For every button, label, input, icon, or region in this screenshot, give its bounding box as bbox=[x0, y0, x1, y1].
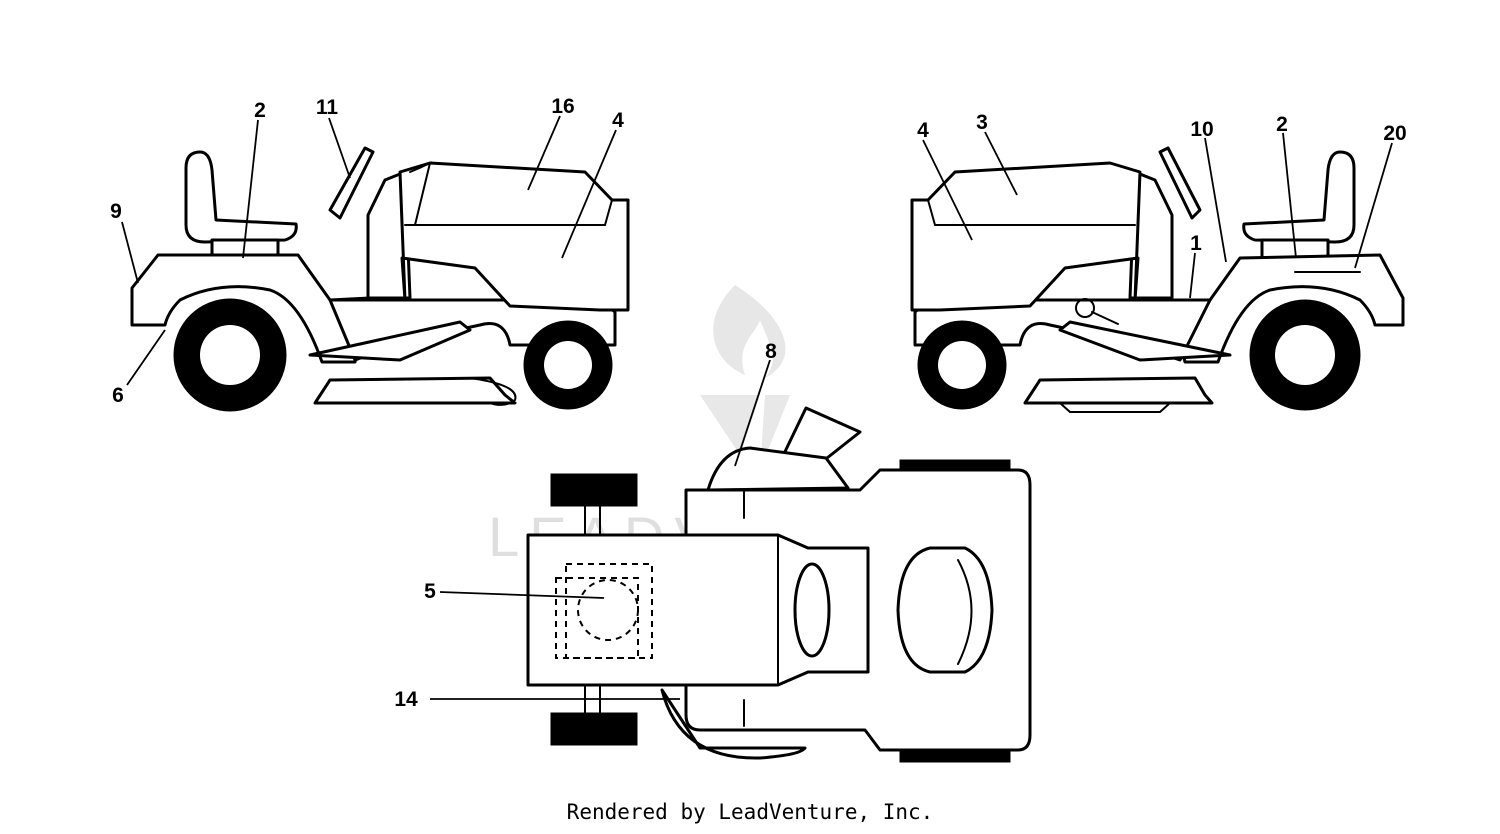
left-steering-wheel bbox=[328, 146, 375, 220]
leader-20 bbox=[1354, 142, 1393, 269]
left-rear-hub bbox=[200, 325, 260, 385]
callout-2-right: 2 bbox=[1276, 113, 1288, 136]
callout-11: 11 bbox=[316, 96, 339, 119]
callout-10: 10 bbox=[1190, 118, 1213, 141]
left-dash-tower bbox=[366, 170, 412, 300]
leader-2-left bbox=[242, 119, 259, 259]
callout-4-right: 4 bbox=[917, 119, 929, 142]
callout-6: 6 bbox=[112, 384, 124, 407]
tractor-right-side-view bbox=[910, 146, 1405, 413]
right-dash-tower bbox=[1128, 170, 1174, 300]
right-lever-knob bbox=[1075, 298, 1095, 318]
right-mower-deck bbox=[1023, 376, 1214, 405]
leader-9 bbox=[121, 221, 139, 284]
callout-4-left: 4 bbox=[612, 109, 624, 132]
right-front-hub bbox=[938, 341, 986, 389]
left-mower-deck bbox=[313, 376, 517, 405]
callout-16: 16 bbox=[551, 95, 574, 118]
top-front-axle-upper bbox=[584, 505, 601, 536]
top-front-tire-lower bbox=[550, 712, 638, 746]
leader-16 bbox=[527, 115, 561, 191]
right-deck-skirt bbox=[1059, 402, 1171, 413]
rendered-by-footer: Rendered by LeadVenture, Inc. bbox=[566, 800, 934, 824]
tractor-top-view bbox=[526, 406, 1032, 763]
callout-1: 1 bbox=[1190, 232, 1202, 255]
right-lever-handle bbox=[1091, 311, 1119, 325]
leader-10 bbox=[1204, 137, 1227, 263]
callout-8: 8 bbox=[765, 340, 777, 363]
leader-6 bbox=[126, 329, 166, 386]
leader-11 bbox=[328, 117, 351, 179]
leader-5 bbox=[439, 591, 605, 599]
right-seat-back bbox=[1242, 150, 1356, 244]
leader-3 bbox=[984, 131, 1018, 196]
right-hood-crease bbox=[927, 199, 1136, 226]
left-hood-panel bbox=[409, 161, 432, 226]
callout-labels: 9 2 11 16 4 6 4 3 10 1 2 20 8 5 14 bbox=[110, 95, 1407, 711]
right-pedal bbox=[1058, 320, 1232, 362]
top-mower-deck-lower bbox=[660, 688, 807, 760]
top-hood bbox=[526, 533, 870, 687]
callout-5: 5 bbox=[424, 580, 436, 603]
callout-9: 9 bbox=[110, 200, 122, 223]
leader-lines bbox=[121, 115, 1393, 700]
left-rear-fender bbox=[130, 253, 372, 364]
watermark-flame-logo bbox=[713, 285, 786, 378]
leader-8 bbox=[734, 359, 771, 467]
callout-2-left: 2 bbox=[254, 99, 266, 122]
callout-3: 3 bbox=[976, 111, 988, 134]
leader-2-right bbox=[1282, 132, 1297, 259]
callout-20: 20 bbox=[1383, 122, 1406, 145]
left-hood bbox=[398, 161, 630, 312]
left-pedal bbox=[308, 320, 472, 362]
callout-14: 14 bbox=[394, 688, 418, 711]
leader-1 bbox=[1189, 252, 1196, 299]
right-hood bbox=[910, 161, 1142, 312]
right-rear-fender bbox=[1168, 253, 1405, 364]
leader-4-right bbox=[922, 139, 973, 241]
top-decal-outline-inner bbox=[565, 563, 653, 659]
left-seat-back bbox=[184, 150, 298, 244]
top-seat bbox=[896, 546, 994, 674]
tractor-left-side-view bbox=[130, 146, 630, 412]
top-front-tire-upper bbox=[550, 473, 638, 507]
top-mower-deck bbox=[706, 446, 850, 492]
left-deck-chute bbox=[469, 377, 517, 406]
top-seat-back bbox=[957, 559, 973, 665]
top-decal-circle bbox=[577, 579, 639, 641]
left-front-hub bbox=[544, 341, 592, 389]
right-steering-wheel bbox=[1158, 146, 1202, 220]
top-steering-wheel bbox=[793, 562, 831, 658]
leader-4-left bbox=[561, 129, 617, 259]
left-hood-crease bbox=[404, 199, 613, 226]
right-rear-hub bbox=[1275, 325, 1335, 385]
